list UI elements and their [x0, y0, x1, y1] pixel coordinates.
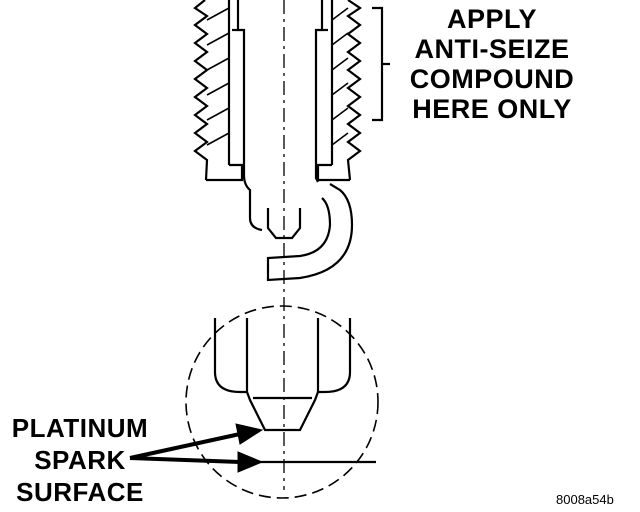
- thread-right: [346, 0, 362, 181]
- callout-line: COMPOUND: [409, 64, 575, 94]
- thread-left: [193, 0, 209, 181]
- detail-electrode-left: [213, 318, 249, 394]
- anti-seize-bracket: [372, 6, 390, 122]
- ground-electrode: [266, 183, 354, 282]
- detail-electrode-right: [316, 318, 352, 394]
- center-electrode: [266, 208, 302, 240]
- shell-hatching: [206, 7, 349, 146]
- callout-line: ANTI-SEIZE: [414, 34, 570, 64]
- detail-tip: [245, 391, 320, 432]
- callout-line: HERE ONLY: [412, 94, 572, 124]
- detail-circle: [185, 305, 379, 499]
- anti-seize-callout: APPLY ANTI-SEIZE COMPOUND HERE ONLY: [392, 4, 592, 124]
- insulator-left: [236, 0, 263, 232]
- figure-id: 8008a54b: [556, 492, 614, 507]
- shell-bottom-right: [316, 163, 350, 182]
- platinum-callout: PLATINUM SPARK SURFACE: [0, 412, 160, 508]
- callout-line: PLATINUM: [11, 413, 149, 443]
- platinum-arrows: [129, 423, 264, 473]
- shell-bottom: [206, 163, 244, 182]
- callout-line: SPARK: [34, 445, 126, 475]
- insulator-right: [314, 0, 324, 183]
- callout-line: SURFACE: [16, 477, 144, 507]
- callout-line: APPLY: [446, 4, 538, 34]
